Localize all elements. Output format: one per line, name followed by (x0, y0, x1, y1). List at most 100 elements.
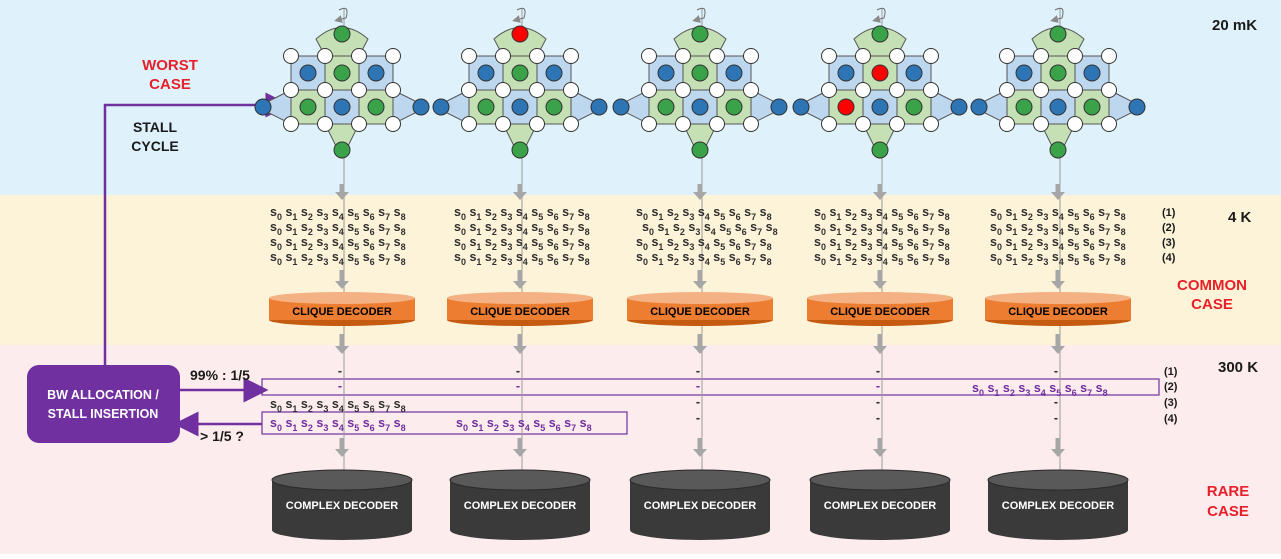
syndrome-index: 6 (1090, 212, 1095, 222)
syndrome-index: 2 (308, 257, 313, 267)
ancilla-node (511, 141, 529, 159)
ancilla-node (432, 98, 450, 116)
syndrome-letter: s (347, 416, 354, 430)
bw-row-4-highlight (261, 411, 628, 435)
syndrome-index: 6 (1090, 242, 1095, 252)
empty-syndrome-dash: - (876, 411, 880, 425)
syndrome-index: 0 (997, 212, 1002, 222)
syndrome-index: 4 (1059, 242, 1064, 252)
flow-arrow-to-300k-head (873, 346, 887, 354)
syndrome-index: 7 (385, 404, 390, 414)
syndrome-letter: s (1036, 235, 1043, 249)
syndrome-index: 4 (883, 227, 888, 237)
syndrome-letter: s (1052, 220, 1059, 234)
row-tag-300k-1: (1) (1164, 366, 1178, 378)
syndrome-letter: s (922, 220, 929, 234)
data-qubit-node (317, 48, 333, 64)
syndrome-index: 5 (898, 212, 903, 222)
syndrome-index: 5 (354, 227, 359, 237)
syndrome-letter: s (285, 416, 292, 430)
data-qubit-node (675, 48, 691, 64)
syndrome-index: 1 (292, 242, 297, 252)
syndrome-index: 1 (476, 212, 481, 222)
clique-decoder-label: CLIQUE DECODER (470, 306, 570, 318)
syndrome-index: 1 (836, 212, 841, 222)
data-qubit-node (1067, 82, 1083, 98)
syndrome-letter: s (394, 220, 401, 234)
syndrome-index: 5 (1074, 227, 1079, 237)
syndrome-letter: s (1098, 205, 1105, 219)
syndrome-index: 0 (979, 388, 984, 398)
syndrome-index: 1 (292, 227, 297, 237)
syndrome-letter: s (667, 205, 674, 219)
row-tag-300k-3: (3) (1164, 397, 1178, 409)
syndrome-index: 4 (523, 227, 528, 237)
syndrome-letter: s (332, 205, 339, 219)
syndrome-index: 2 (674, 212, 679, 222)
data-qubit-node (743, 48, 759, 64)
syndrome-letter: s (1114, 235, 1121, 249)
syndrome-letter: s (876, 220, 883, 234)
syndrome-letter: s (651, 250, 658, 264)
flow-arrow-to-300k-head (513, 346, 527, 354)
ancilla-node (1015, 98, 1033, 116)
syndrome-letter: s (1083, 250, 1090, 264)
data-qubit-node (529, 48, 545, 64)
syndrome-letter: s (1036, 220, 1043, 234)
syndrome-index: 0 (821, 212, 826, 222)
syndrome-row-4k: s0 s1 s2 s3 s4 s5 s6 s7 s8 (636, 205, 772, 222)
syndrome-index: 1 (836, 257, 841, 267)
syndrome-index: 1 (1012, 212, 1017, 222)
syndrome-letter: s (1067, 205, 1074, 219)
syndrome-index: 7 (385, 242, 390, 252)
syndrome-index: 0 (277, 404, 282, 414)
data-qubit-node (855, 116, 871, 132)
ancilla-node (333, 141, 351, 159)
syndrome-letter: s (332, 397, 339, 411)
timeline-arrow (1050, 7, 1064, 23)
syndrome-letter: s (285, 250, 292, 264)
syndrome-letter: s (1021, 220, 1028, 234)
ancilla-node (1049, 141, 1067, 159)
ancilla-node (412, 98, 430, 116)
syndrome-letter: s (516, 235, 523, 249)
syndrome-index: 3 (507, 227, 512, 237)
syndrome-letter: s (636, 250, 643, 264)
syndrome-letter: s (760, 235, 767, 249)
syndrome-letter: s (363, 235, 370, 249)
clique-decoder (807, 298, 953, 320)
syndrome-index: 3 (867, 257, 872, 267)
syndrome-index: 5 (354, 257, 359, 267)
syndrome-index: 3 (1043, 242, 1048, 252)
syndrome-letter: s (547, 220, 554, 234)
row-tag-4k-4: (4) (1162, 252, 1176, 264)
syndrome-index: 3 (323, 227, 328, 237)
syndrome-letter: s (938, 250, 945, 264)
data-qubit-node (563, 116, 579, 132)
syndrome-index: 2 (1028, 242, 1033, 252)
timeline-arrow (692, 7, 706, 23)
syndrome-letter: s (562, 220, 569, 234)
syndrome-index: 4 (883, 212, 888, 222)
syndrome-letter: s (744, 205, 751, 219)
syndrome-letter: s (469, 205, 476, 219)
complex-decoder-top (809, 469, 951, 491)
syndrome-letter: s (938, 235, 945, 249)
ancilla-node (1015, 64, 1033, 82)
syndrome-row-300k-row4-b: s0 s1 s2 s3 s4 s5 s6 s7 s8 (456, 416, 592, 433)
ancilla-node (837, 64, 855, 82)
data-qubit-node (529, 82, 545, 98)
syndrome-letter: s (301, 416, 308, 430)
syndrome-index: 6 (914, 257, 919, 267)
data-qubit-node (461, 116, 477, 132)
syndrome-index: 3 (507, 212, 512, 222)
syndrome-index: 2 (1028, 257, 1033, 267)
empty-syndrome-dash: - (1054, 364, 1058, 378)
syndrome-index: 0 (997, 242, 1002, 252)
clique-decoder-label: CLIQUE DECODER (650, 306, 750, 318)
ancilla-node (1128, 98, 1146, 116)
syndrome-index: 4 (339, 242, 344, 252)
syndrome-letter: s (766, 220, 773, 234)
syndrome-letter: s (1098, 235, 1105, 249)
syndrome-index: 0 (461, 227, 466, 237)
